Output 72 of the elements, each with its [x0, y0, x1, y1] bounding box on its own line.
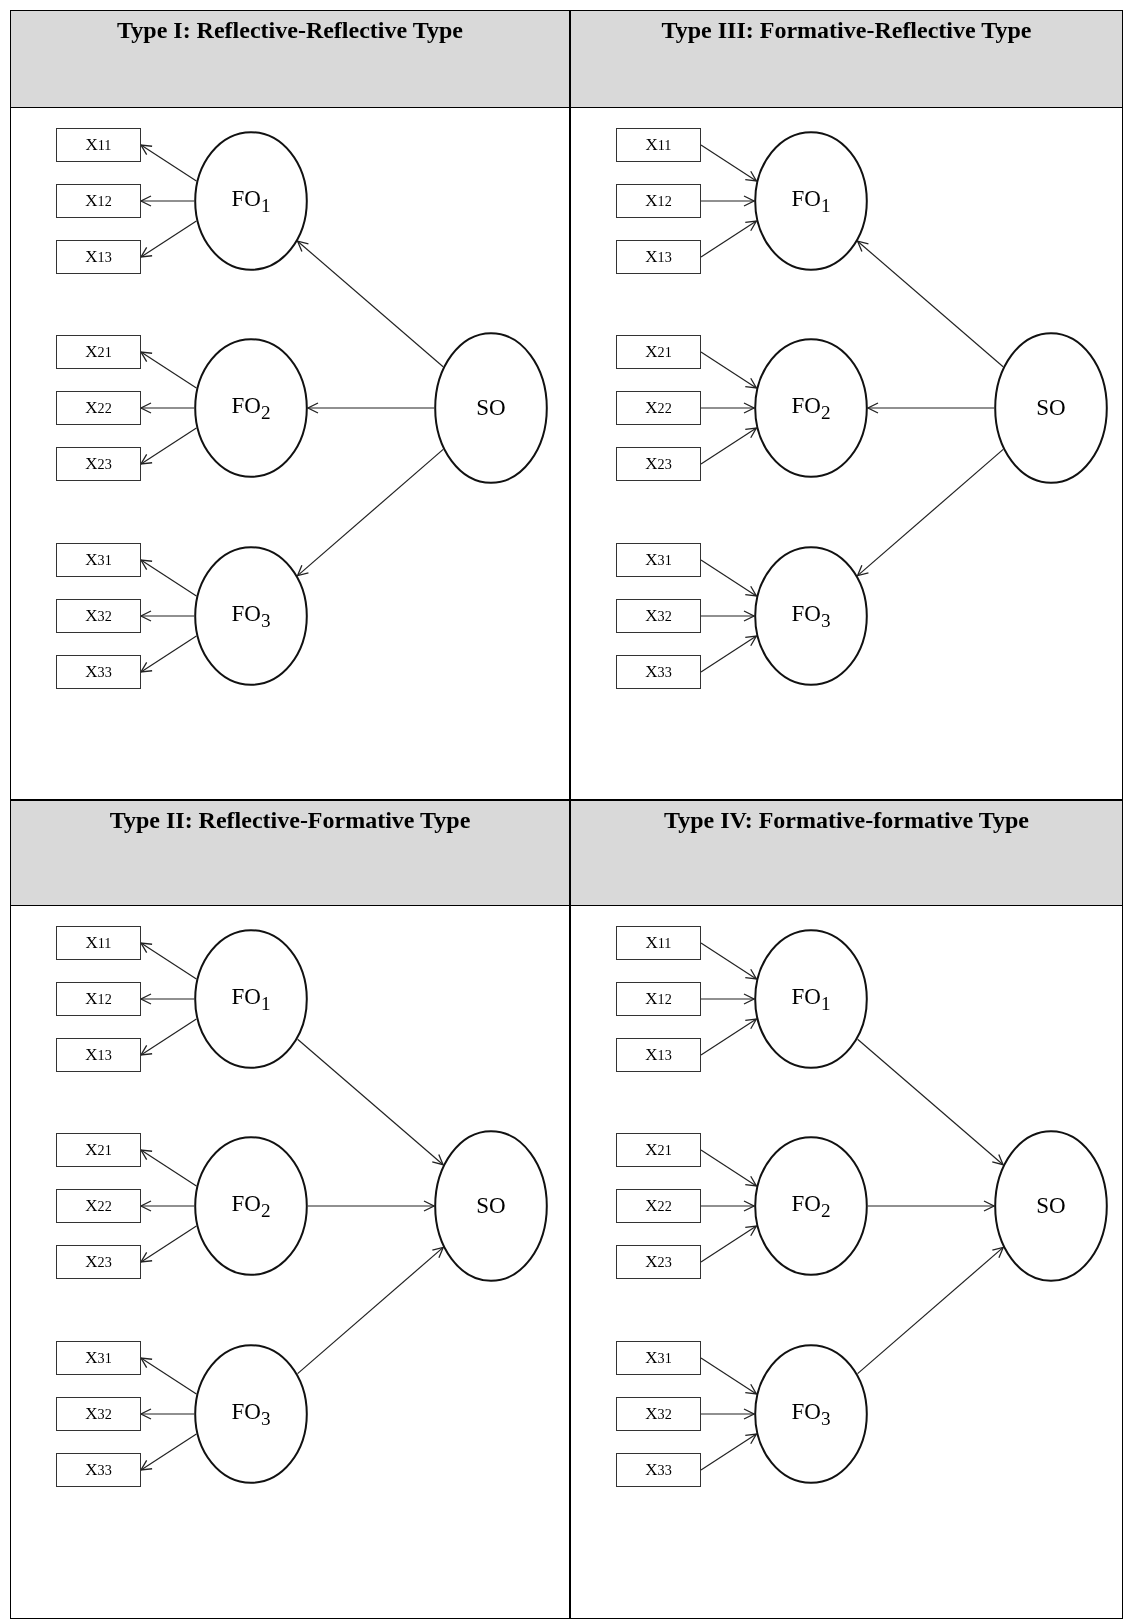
latent-variable-circle: FO$_{3}$: [194, 1344, 308, 1484]
arrow: [140, 402, 195, 414]
arrow: [700, 1357, 758, 1395]
arrow: [700, 402, 755, 414]
latent-variable-circle: FO$_{2}$: [194, 1136, 308, 1276]
arrow: [140, 144, 197, 182]
header-cell: Type IV: Formative-formative Type: [571, 801, 1122, 906]
arrow: [700, 1225, 758, 1263]
arrow: [140, 351, 197, 389]
table-cell: [570, 800, 1123, 1619]
arrow: [700, 1408, 755, 1420]
arrow: [700, 1149, 758, 1187]
latent-variable-circle: SO: [434, 1130, 548, 1282]
table-cell: [10, 10, 570, 800]
arrow: [700, 993, 755, 1005]
arrow: [700, 610, 755, 622]
latent-variable-circle: FO$_{2}$: [754, 338, 868, 478]
header-cell: Type III: Formative-Reflective Type: [571, 11, 1122, 108]
latent-variable-circle: SO: [994, 332, 1108, 484]
arrow: [867, 402, 995, 414]
arrow: [307, 402, 435, 414]
arrow: [700, 942, 758, 980]
header-cell: Type II: Reflective-Formative Type: [11, 801, 569, 906]
arrow: [700, 559, 758, 597]
arrow: [140, 195, 195, 207]
arrow: [700, 144, 758, 182]
arrow: [700, 351, 758, 389]
arrow: [140, 993, 195, 1005]
latent-variable-circle: FO$_{3}$: [194, 546, 308, 686]
arrow: [140, 1018, 197, 1056]
arrow: [856, 240, 1004, 368]
latent-variable-circle: FO$_{3}$: [754, 546, 868, 686]
arrow: [307, 1200, 435, 1212]
arrow: [140, 1225, 197, 1263]
arrow: [140, 1408, 195, 1420]
arrow: [700, 427, 758, 465]
arrow: [297, 1246, 444, 1375]
arrow: [140, 1200, 195, 1212]
latent-variable-circle: SO: [434, 332, 548, 484]
arrow: [140, 610, 195, 622]
latent-variable-circle: FO$_{2}$: [754, 1136, 868, 1276]
latent-variable-circle: FO$_{1}$: [194, 131, 308, 271]
arrow: [857, 1038, 1004, 1166]
arrow: [140, 559, 197, 597]
arrow: [297, 1038, 444, 1166]
table-cell: [10, 800, 570, 1619]
table-cell: [570, 10, 1123, 800]
latent-variable-circle: FO$_{3}$: [754, 1344, 868, 1484]
latent-variable-circle: SO: [994, 1130, 1108, 1282]
latent-variable-circle: FO$_{1}$: [754, 929, 868, 1069]
arrow: [140, 220, 197, 258]
header-cell: Type I: Reflective-Reflective Type: [11, 11, 569, 108]
arrow: [700, 1200, 755, 1212]
arrow: [700, 635, 758, 673]
arrow: [856, 448, 1004, 577]
arrow: [700, 195, 755, 207]
latent-variable-circle: FO$_{1}$: [194, 929, 308, 1069]
arrow: [700, 1018, 758, 1056]
arrow: [140, 942, 197, 980]
latent-variable-circle: FO$_{2}$: [194, 338, 308, 478]
arrow: [700, 220, 758, 258]
arrow: [700, 1433, 758, 1471]
latent-variable-circle: FO$_{1}$: [754, 131, 868, 271]
arrow: [140, 427, 197, 465]
arrow: [140, 1433, 197, 1471]
arrow: [857, 1246, 1004, 1375]
arrow: [296, 448, 444, 577]
arrow: [140, 1149, 197, 1187]
arrow: [140, 635, 197, 673]
arrow: [296, 240, 444, 368]
arrow: [140, 1357, 197, 1395]
arrow: [867, 1200, 995, 1212]
